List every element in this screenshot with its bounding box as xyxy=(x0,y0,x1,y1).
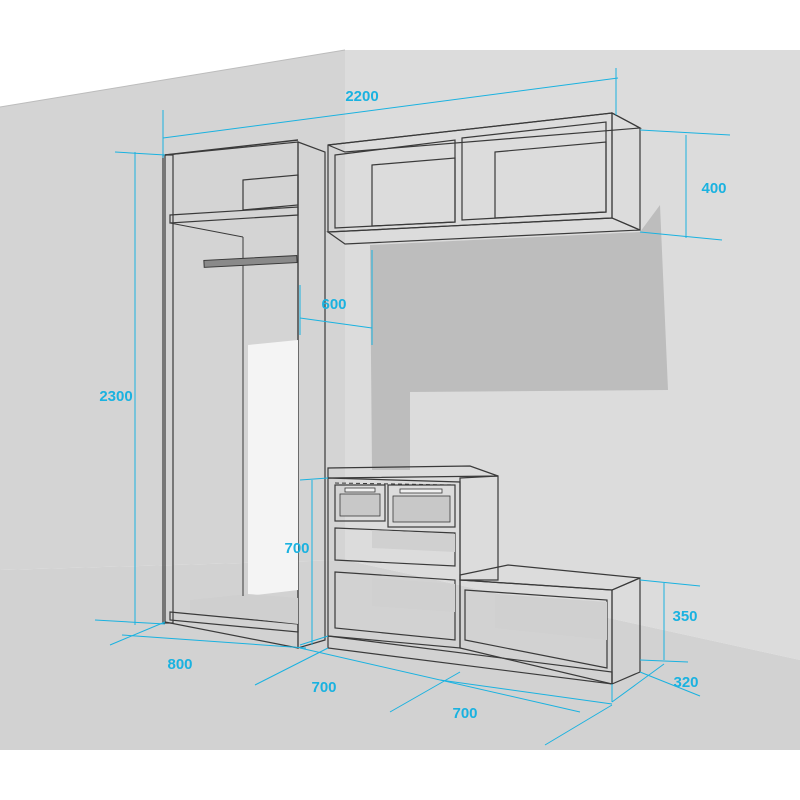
dim-ext-bench-width-b xyxy=(544,704,613,746)
wardrobe-top-edge xyxy=(164,139,299,156)
wardrobe-bottom-shelf xyxy=(169,611,299,633)
wardrobe-bottom-inner xyxy=(190,594,298,624)
label-total-width: 2200 xyxy=(345,88,378,105)
wall-corner-line xyxy=(0,49,346,108)
upper-shelf xyxy=(326,111,643,245)
dim-ext-drawer-height-top xyxy=(299,477,329,481)
dimension-labels: 2200 2300 400 600 700 350 320 800 700 70… xyxy=(99,88,726,722)
dim-ext-bench-height-bottom xyxy=(639,659,689,663)
wall-shadow xyxy=(370,205,668,470)
upper-shelf-front xyxy=(327,112,613,233)
drawer-right-inner xyxy=(392,495,451,523)
shadow-behind-shelf xyxy=(370,205,668,470)
hanging-rail xyxy=(203,255,298,268)
dim-ext-bench-depth-b xyxy=(639,671,701,697)
label-height: 2300 xyxy=(99,388,132,405)
dimension-lines xyxy=(94,68,731,746)
drawer-right xyxy=(387,484,456,528)
label-depth: 600 xyxy=(321,296,346,313)
label-drawer-height: 700 xyxy=(284,540,309,557)
dim-ext-drawer-height-bottom xyxy=(299,635,329,646)
drawer-bottom-cubby-back xyxy=(372,578,455,612)
upper-cubby-right-back xyxy=(494,141,607,219)
bench-cubby-back xyxy=(495,594,607,640)
drawer-left-handle xyxy=(344,487,376,493)
drawer-unit-top xyxy=(327,465,499,479)
drawer-middle-cubby-back xyxy=(372,530,455,552)
drawer-bottom-cubby xyxy=(334,571,456,641)
drawer-unit xyxy=(327,465,499,649)
label-bench-depth: 320 xyxy=(673,674,698,691)
label-bench-height: 350 xyxy=(672,608,697,625)
label-drawer-width: 700 xyxy=(311,679,336,696)
wardrobe-inner-top-edge xyxy=(169,222,244,238)
drawer-right-handle xyxy=(399,488,443,494)
dim-ext-height-top xyxy=(114,151,166,156)
dim-line-bench-width xyxy=(439,679,613,705)
wardrobe-top-inner-back xyxy=(242,174,299,211)
wardrobe-interior xyxy=(164,141,299,649)
dim-ext-bench-height-top xyxy=(639,579,701,587)
drawer-left-inner xyxy=(339,493,381,517)
dim-line-wardrobe-width xyxy=(121,634,307,649)
dim-line-bench-depth xyxy=(611,663,665,703)
wardrobe-back-light xyxy=(248,340,298,596)
dim-ext-upper-shelf-bottom xyxy=(639,231,723,241)
dim-line-depth xyxy=(299,317,373,329)
dim-ext-upper-shelf-top xyxy=(639,129,731,136)
wardrobe xyxy=(162,139,326,649)
drawer-middle-cubby xyxy=(334,527,456,567)
dim-ext-wardrobe-width-left xyxy=(109,621,166,646)
dim-ext-height-bottom xyxy=(94,619,166,625)
label-bench-width: 700 xyxy=(452,705,477,722)
label-wardrobe-width: 800 xyxy=(167,656,192,673)
dim-ext-drawer-width-a xyxy=(254,647,329,686)
wardrobe-top-shelf xyxy=(169,206,299,224)
drawer-left xyxy=(334,484,386,522)
label-upper-shelf-height: 400 xyxy=(701,180,726,197)
bench-cubby xyxy=(464,589,608,669)
drawer-dash-line xyxy=(334,482,456,486)
dim-ext-drawer-width-b xyxy=(389,671,461,713)
dim-line-total-width xyxy=(162,77,619,139)
upper-cubby-left-back xyxy=(371,157,456,227)
